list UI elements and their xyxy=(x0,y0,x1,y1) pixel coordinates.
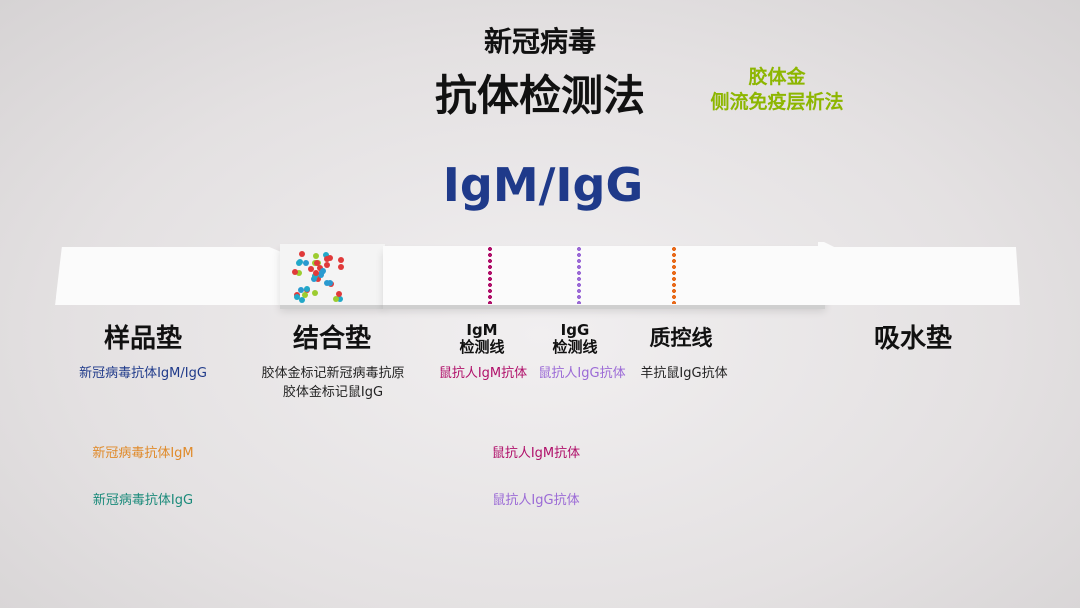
zone-label-sample-pad: 样品垫 xyxy=(103,324,183,354)
particle xyxy=(318,272,325,279)
particle xyxy=(312,269,319,276)
particle xyxy=(298,297,305,304)
particle xyxy=(320,268,327,275)
particle xyxy=(292,268,299,275)
particle xyxy=(323,255,330,262)
control-line xyxy=(671,246,677,304)
particle xyxy=(336,296,343,303)
zone-label-absorbent-pad: 吸水垫 xyxy=(873,324,953,354)
membrane xyxy=(383,246,825,305)
igg-test-line xyxy=(576,246,582,304)
particle xyxy=(336,291,343,298)
particle xyxy=(324,280,331,287)
particle xyxy=(296,259,303,266)
igm-line-desc: 鼠抗人IgM抗体 xyxy=(438,366,528,381)
legend-igg-antibody: 新冠病毒抗体IgG xyxy=(92,493,194,508)
control-line-desc: 羊抗鼠IgG抗体 xyxy=(640,366,728,381)
method-line2: 侧流免疫层析法 xyxy=(710,91,844,113)
particle xyxy=(311,289,318,296)
particle xyxy=(317,264,324,271)
particle xyxy=(332,296,339,303)
conjugate-pad-desc: 胶体金标记新冠病毒抗原胶体金标记鼠IgG xyxy=(261,366,405,400)
particle xyxy=(312,252,319,259)
particle xyxy=(327,254,334,261)
particle xyxy=(303,259,310,266)
legend-mouse-anti-human-igm: 鼠抗人IgM抗体 xyxy=(491,446,581,461)
particle xyxy=(327,280,334,286)
igg-line-desc: 鼠抗人IgG抗体 xyxy=(538,366,626,381)
subtitle: IgM/IgG xyxy=(442,158,644,212)
particle xyxy=(323,262,330,269)
zone-label-conjugate-pad: 结合垫 xyxy=(292,324,372,354)
particle xyxy=(337,257,344,264)
particle xyxy=(303,286,310,293)
title-line1: 新冠病毒 xyxy=(483,25,597,58)
title-line2: 抗体检测法 xyxy=(434,71,646,120)
sample-pad-desc: 新冠病毒抗体IgM/IgG xyxy=(79,366,207,381)
legend-igm-antibody: 新冠病毒抗体IgM xyxy=(92,446,194,461)
method-line1: 胶体金 xyxy=(748,66,806,88)
particle xyxy=(313,259,320,266)
absorbent-pad xyxy=(818,242,1020,305)
igm-test-line xyxy=(487,246,493,304)
particle xyxy=(297,286,304,293)
particle xyxy=(293,294,300,301)
zone-label-control-line: 质控线 xyxy=(649,326,713,350)
particle xyxy=(337,264,344,271)
particle xyxy=(298,250,305,257)
sample-pad xyxy=(55,247,283,305)
particle xyxy=(307,265,314,272)
legend-mouse-anti-human-igg: 鼠抗人IgG抗体 xyxy=(492,493,580,508)
particle xyxy=(301,292,308,299)
particle xyxy=(314,276,321,283)
particle xyxy=(322,251,329,258)
particle xyxy=(296,270,303,277)
